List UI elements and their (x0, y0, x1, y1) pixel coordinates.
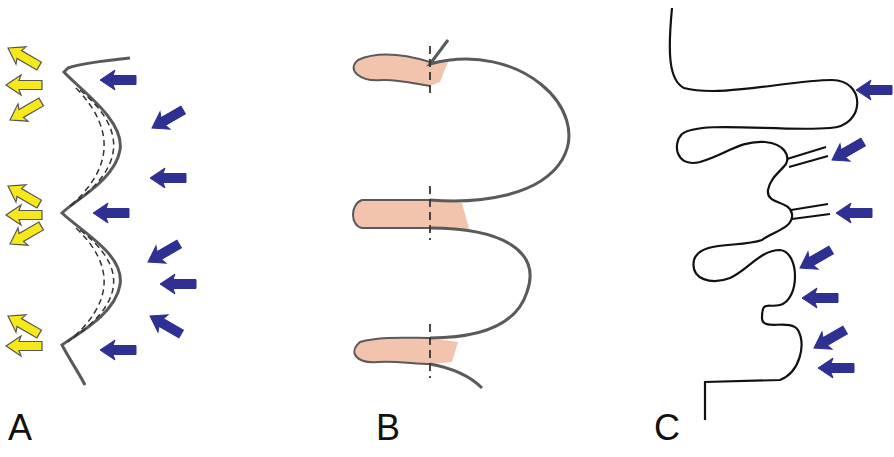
panel-c (670, 8, 892, 420)
panel-b (353, 40, 569, 388)
panel-letter: A (8, 410, 32, 446)
panel-letter: C (654, 410, 680, 446)
panel-letter: B (376, 410, 400, 446)
panel-a (3, 39, 196, 385)
